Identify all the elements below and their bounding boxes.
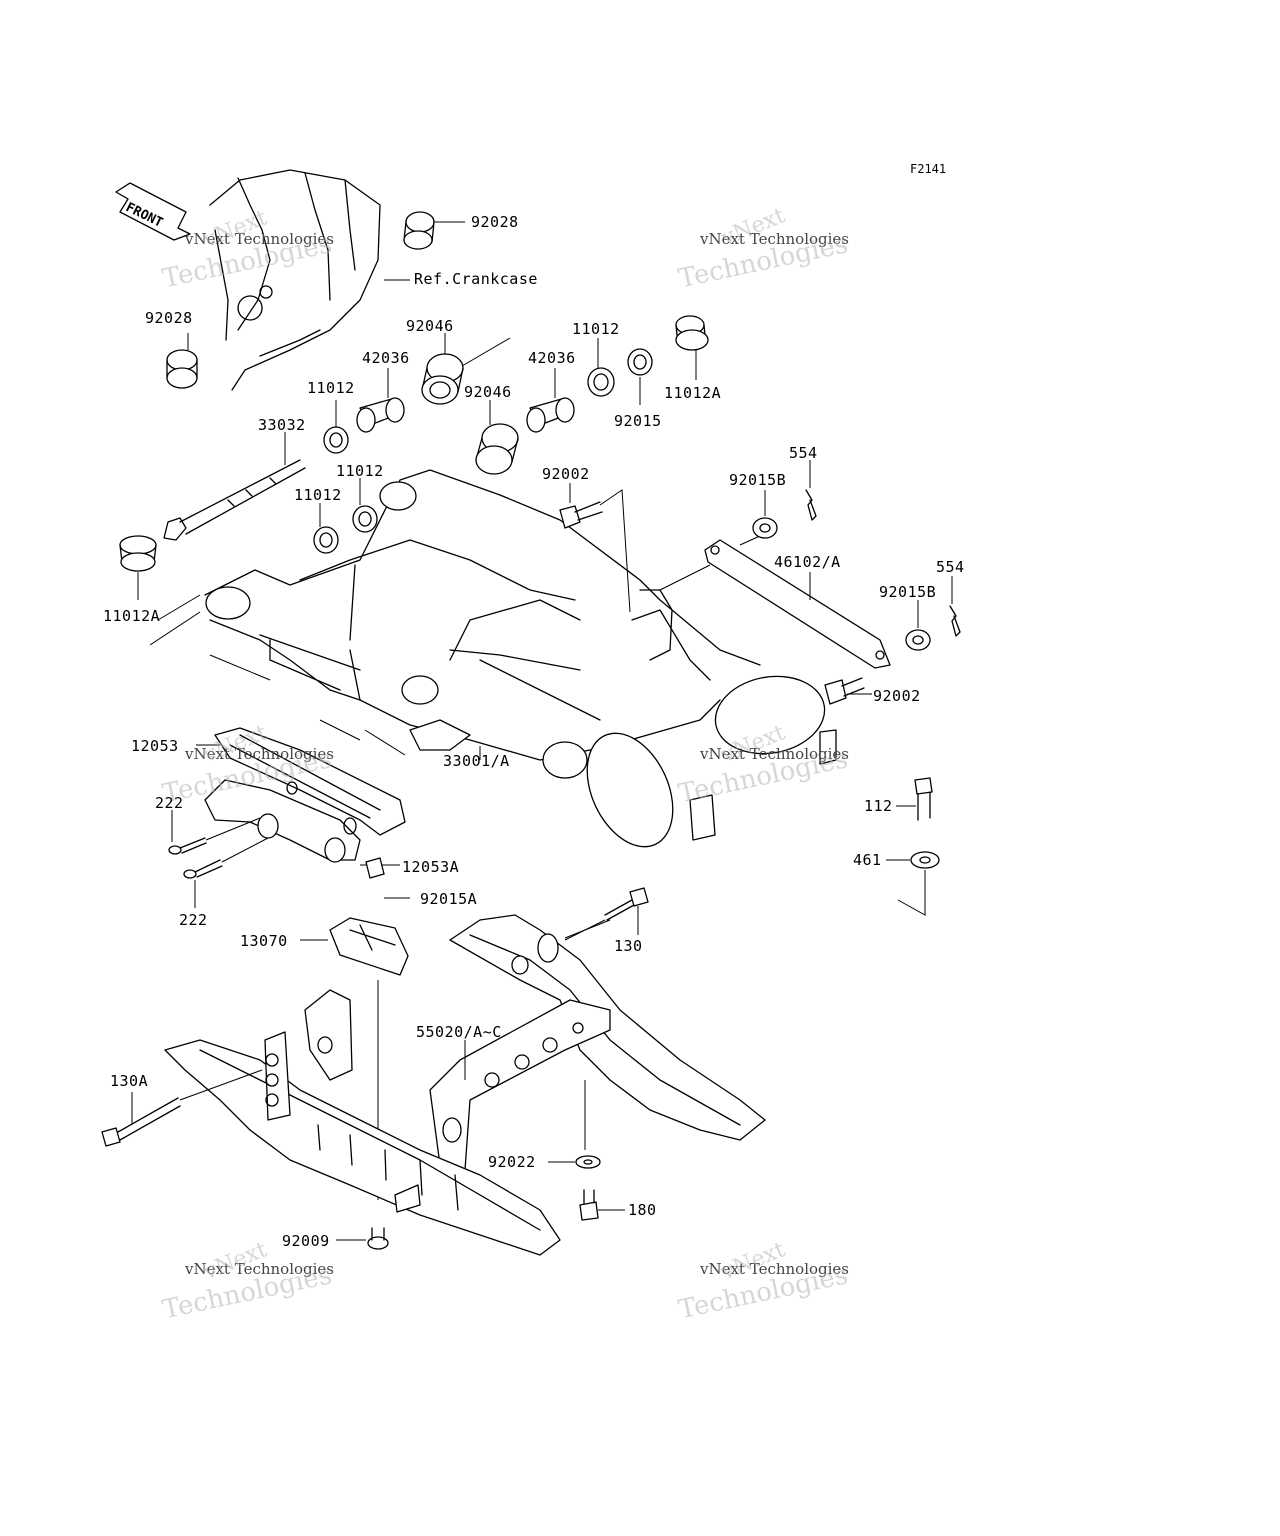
part-callout[interactable]: 42036 — [528, 349, 576, 367]
seal-11012-b — [587, 367, 615, 397]
leader-line — [221, 837, 269, 863]
part-callout[interactable]: 92002 — [542, 465, 590, 483]
chain-guard-55020 — [429, 914, 766, 1171]
chain-slider-12053 — [214, 727, 406, 836]
part-callout[interactable]: 222 — [179, 911, 208, 929]
seal-11012-c — [352, 505, 378, 533]
bolt-92009 — [367, 1227, 389, 1250]
bolt-92002-lower — [824, 677, 865, 705]
part-callout[interactable]: 92015B — [879, 583, 937, 601]
front-arrow-icon: FRONT — [115, 182, 191, 241]
cap-11012a-left — [119, 535, 157, 572]
washer-461 — [910, 851, 940, 869]
part-callout[interactable]: 92015A — [420, 890, 478, 908]
part-callout[interactable]: 12053 — [131, 737, 179, 755]
leader-line — [205, 817, 261, 841]
spacer-42036-b — [526, 397, 575, 433]
part-callout[interactable]: 12053A — [402, 858, 460, 876]
part-callout[interactable]: 11012A — [103, 607, 161, 625]
bushing-92028-lower — [166, 349, 198, 389]
chain-block-13070 — [329, 917, 409, 976]
cap-11012a-right — [675, 315, 709, 351]
crankcase-ref-part — [209, 169, 381, 391]
collar-92015a — [365, 857, 385, 879]
leader-line — [461, 337, 511, 367]
cotter-pin-554-lower — [949, 605, 961, 637]
reference-label: Ref.Crankcase — [414, 270, 538, 288]
swing-arm-33001 — [204, 469, 837, 848]
part-callout[interactable]: 13070 — [240, 932, 288, 950]
bearing-92046-a — [421, 353, 464, 405]
nut-92015b-lower — [905, 629, 931, 651]
part-callout[interactable]: 11012A — [664, 384, 722, 402]
seal-11012-a — [323, 426, 349, 454]
part-callout[interactable]: 554 — [789, 444, 818, 462]
part-callout[interactable]: 112 — [864, 797, 893, 815]
bolt-130a — [101, 1097, 181, 1147]
part-callout[interactable]: 130 — [614, 937, 643, 955]
lower-chain-guide — [164, 989, 561, 1256]
spacer-42036-a — [356, 397, 405, 433]
leader-line — [149, 594, 201, 646]
part-callout[interactable]: 55020/A~C — [416, 1023, 502, 1041]
leader-line — [897, 870, 926, 916]
leader-line — [659, 564, 711, 591]
part-callout[interactable]: 92046 — [406, 317, 454, 335]
pivot-shaft-33032 — [163, 459, 306, 541]
part-callout[interactable]: 33001/A — [443, 752, 510, 770]
bushing-92028-upper — [403, 211, 435, 250]
screw-222-lower — [183, 859, 223, 879]
part-callout[interactable]: 11012 — [572, 320, 620, 338]
part-callout[interactable]: 130A — [110, 1072, 149, 1090]
cotter-pin-554-upper — [805, 489, 817, 521]
part-callout[interactable]: 92046 — [464, 383, 512, 401]
part-callout[interactable]: 92015 — [614, 412, 662, 430]
part-callout[interactable]: 92002 — [873, 687, 921, 705]
seal-11012-d — [313, 526, 339, 554]
part-callout[interactable]: 180 — [628, 1201, 657, 1219]
nut-92015b-upper — [752, 517, 778, 539]
screw-222-upper — [168, 837, 207, 855]
part-callout[interactable]: 33032 — [258, 416, 306, 434]
torque-link-46102 — [704, 539, 891, 669]
leader-line — [599, 489, 631, 613]
part-callout[interactable]: 11012 — [307, 379, 355, 397]
leader-line — [179, 1069, 263, 1101]
figure-id: F2141 — [910, 162, 947, 176]
leader-line — [209, 654, 406, 756]
part-callout[interactable]: 554 — [936, 558, 965, 576]
bearing-92046-b — [475, 423, 519, 475]
part-callout[interactable]: 92009 — [282, 1232, 330, 1250]
part-callout[interactable]: 222 — [155, 794, 184, 812]
bolt-92002-upper — [559, 501, 603, 529]
part-callout[interactable]: 42036 — [362, 349, 410, 367]
part-callout[interactable]: 92028 — [471, 213, 519, 231]
leader-line — [564, 919, 606, 941]
part-callout[interactable]: 92028 — [145, 309, 193, 327]
bolt-112 — [914, 777, 933, 821]
bolt-180 — [579, 1189, 599, 1221]
part-callout[interactable]: 11012 — [294, 486, 342, 504]
part-callout[interactable]: 92022 — [488, 1153, 536, 1171]
collar-92015 — [627, 348, 653, 376]
part-callout[interactable]: 46102/A — [774, 553, 841, 571]
chain-guide-12053a — [204, 779, 361, 863]
part-callout[interactable]: 92015B — [729, 471, 787, 489]
washer-92022 — [575, 1155, 601, 1169]
part-callout[interactable]: 11012 — [336, 462, 384, 480]
part-callout[interactable]: 461 — [853, 851, 882, 869]
bolt-130 — [604, 887, 649, 921]
